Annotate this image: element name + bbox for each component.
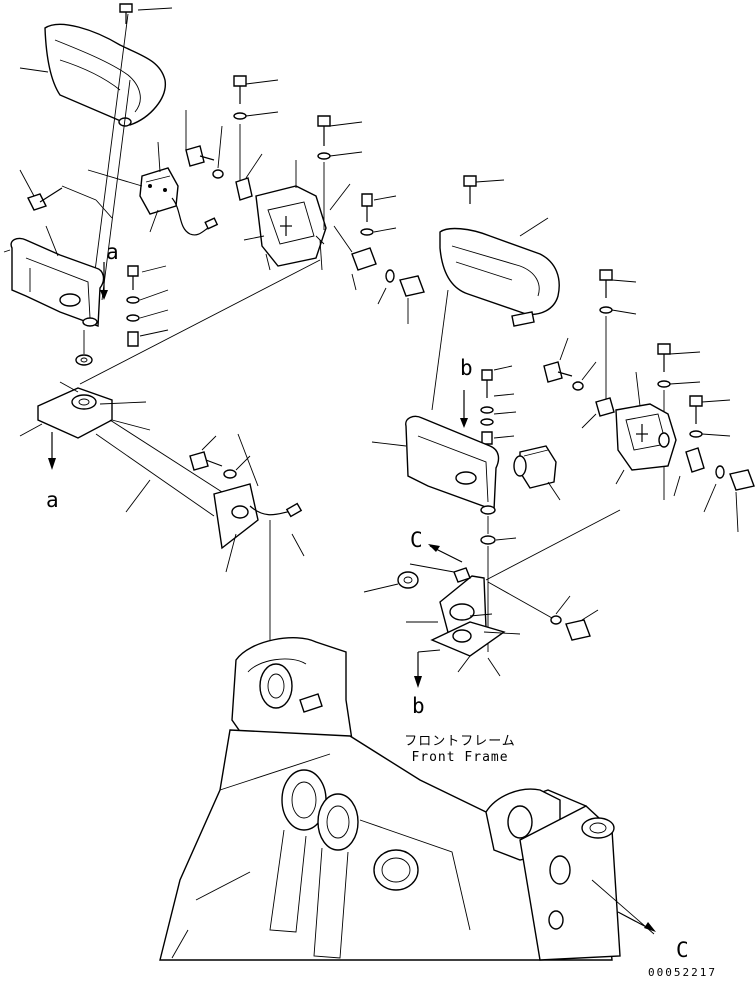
view-label-a-bottom: a bbox=[46, 488, 59, 512]
left-cover-assembly bbox=[44, 3, 166, 127]
leader-lines-left-top bbox=[19, 7, 173, 311]
left-base-plate bbox=[19, 381, 151, 439]
left-mid-bolt bbox=[189, 435, 251, 479]
left-work-lamp bbox=[87, 141, 219, 236]
left-lamp-bracket bbox=[329, 183, 425, 324]
left-bolt bbox=[19, 169, 113, 219]
right-bracket-plate bbox=[363, 509, 621, 677]
view-label-c-top: C bbox=[410, 528, 423, 552]
view-arrow-c-bottom bbox=[617, 911, 656, 932]
view-arrow-a-bottom bbox=[48, 432, 56, 470]
right-mounting-frame bbox=[371, 415, 500, 515]
view-arrow-b-bottom bbox=[414, 649, 441, 688]
front-frame bbox=[159, 636, 655, 961]
left-mounting-arm bbox=[95, 419, 305, 660]
view-label-b-top: b bbox=[460, 356, 473, 380]
right-cover-guard bbox=[431, 217, 560, 411]
left-top-bolts bbox=[185, 75, 363, 230]
right-lower-bolt bbox=[487, 581, 599, 641]
right-small-lamp bbox=[513, 445, 561, 501]
left-mounting-frame bbox=[3, 225, 105, 327]
view-label-a-top: a bbox=[106, 240, 119, 264]
view-arrow-a-top bbox=[100, 262, 108, 300]
front-frame-caption: フロントフレーム Front Frame bbox=[400, 734, 520, 766]
left-large-lamp bbox=[79, 160, 327, 385]
left-nut-washer bbox=[75, 330, 93, 366]
view-label-b-bottom: b bbox=[412, 694, 425, 718]
view-arrow-b-top bbox=[460, 390, 468, 428]
front-frame-caption-en: Front Frame bbox=[411, 750, 509, 765]
view-label-c-bottom: C bbox=[676, 938, 689, 962]
left-bolt-stack bbox=[126, 265, 169, 347]
front-frame-caption-jp: フロントフレーム bbox=[404, 734, 516, 749]
right-top-bolt bbox=[463, 175, 505, 204]
drawing-code: 00052217 bbox=[648, 966, 717, 979]
right-large-lamp bbox=[615, 371, 755, 533]
right-bolt-stack bbox=[480, 365, 517, 445]
view-arrow-c-top bbox=[428, 544, 463, 563]
